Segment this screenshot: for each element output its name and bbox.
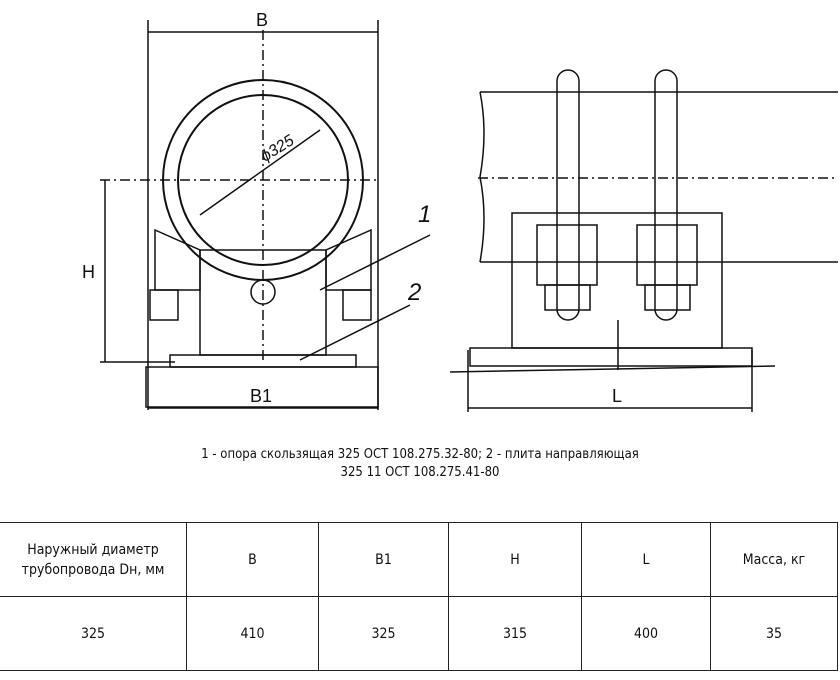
header-cell: Масса, кг: [710, 522, 838, 597]
caption-line-2: 325 11 ОСТ 108.275.41-80: [340, 465, 500, 480]
dim-label-h: H: [82, 262, 95, 282]
header-cell: B1: [318, 522, 449, 597]
dimensions-table: Наружный диаметр трубопровода Dн, мм B B…: [0, 522, 838, 671]
table-cell: 325: [318, 596, 449, 671]
table-cell: 315: [448, 596, 582, 671]
dim-label-b: B: [256, 10, 268, 30]
table-cell: 35: [710, 596, 838, 671]
table-cell: 410: [186, 596, 319, 671]
part-label-1: 1: [418, 201, 431, 228]
dim-label-l: L: [612, 386, 622, 406]
table-cell: 325: [0, 596, 187, 671]
header-cell: B: [186, 522, 319, 597]
header-cell: H: [448, 522, 582, 597]
part-label-2: 2: [407, 279, 421, 306]
support-drawing: B H B1 L 1 2 ϕ325: [82, 10, 838, 412]
header-cell: L: [581, 522, 711, 597]
drawing-caption: 1 - опора скользящая 325 ОСТ 108.275.32-…: [0, 446, 840, 482]
header-cell: Наружный диаметр трубопровода Dн, мм: [0, 522, 187, 597]
dim-label-b1: B1: [250, 386, 272, 406]
table-header-row: Наружный диаметр трубопровода Dн, мм B B…: [0, 522, 838, 597]
table-cell: 400: [581, 596, 711, 671]
table-row: 325 410 325 315 400 35: [0, 596, 838, 671]
caption-line-1: 1 - опора скользящая 325 ОСТ 108.275.32-…: [201, 447, 639, 462]
